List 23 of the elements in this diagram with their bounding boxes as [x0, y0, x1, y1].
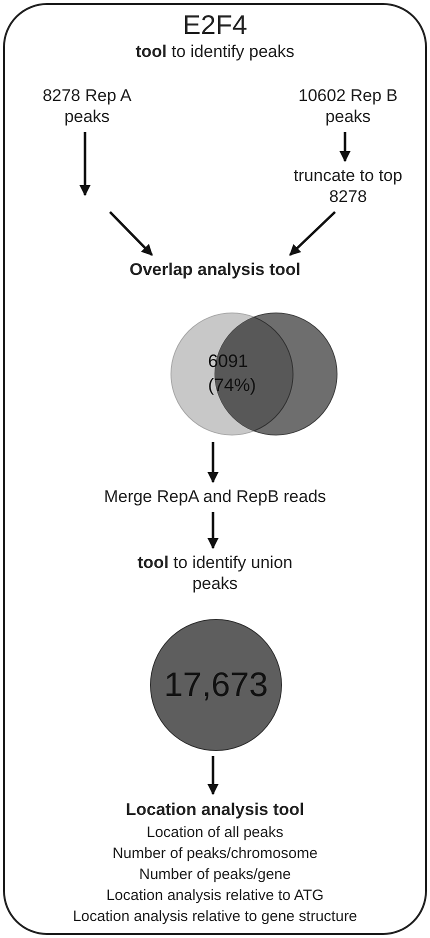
- node-text: truncate to top 8278: [288, 165, 408, 207]
- arrow: [207, 442, 219, 484]
- list-item: Location of all peaks: [146, 823, 284, 843]
- arrow: [339, 132, 351, 162]
- node-text: tool to identify union peaks: [115, 552, 315, 594]
- arrow: [109, 211, 153, 256]
- node-text: Overlap analysis tool: [115, 259, 315, 280]
- section-heading: Location analysis tool: [124, 799, 306, 821]
- list-item: Number of peaks/gene: [138, 865, 292, 885]
- venn-diagram: [168, 311, 338, 437]
- subtitle: tool to identify peaks: [134, 41, 296, 62]
- outer-rounded-box: [3, 3, 427, 935]
- node-text: 10602 Rep B peaks: [283, 85, 413, 127]
- arrow: [79, 132, 91, 196]
- node-text: 8278 Rep A peaks: [27, 85, 147, 127]
- arrow: [289, 211, 336, 256]
- title: E2F4: [182, 9, 248, 41]
- list-item: Number of peaks/chromosome: [111, 844, 319, 864]
- node-text: Merge RepA and RepB reads: [95, 486, 335, 507]
- arrow: [207, 512, 219, 550]
- arrow: [207, 756, 219, 796]
- list-item: Location analysis relative to gene structure: [72, 907, 358, 927]
- list-item: Location analysis relative to ATG: [105, 886, 325, 906]
